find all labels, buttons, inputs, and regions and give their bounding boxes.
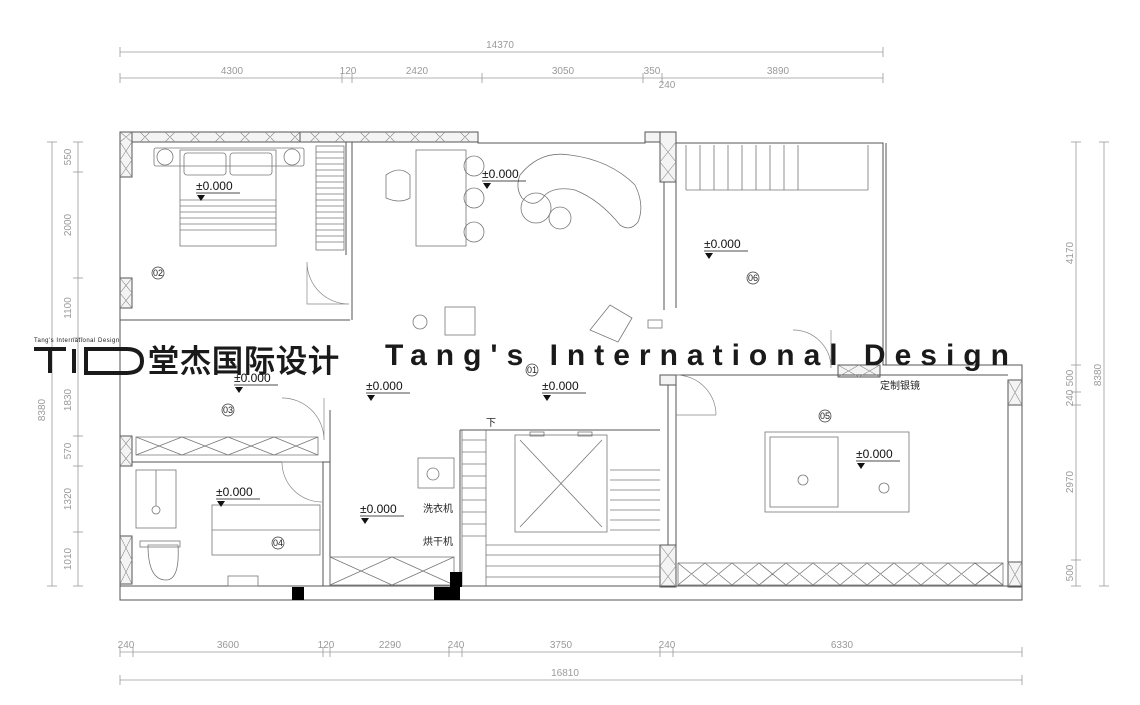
dim-bottom-2: 3600 (217, 640, 240, 651)
level-room03: ±0.000 (234, 371, 278, 393)
dim-left-1: 550 (63, 148, 74, 165)
tid-logo (34, 347, 145, 375)
dim-right-3: 240 (1065, 389, 1076, 406)
dim-left-6: 1320 (63, 487, 74, 510)
dim-left-3: 1100 (63, 297, 74, 319)
room-05: 05 (820, 411, 830, 421)
level-marks: ±0.000 ±0.000 ±0.000 ±0.000 ±0.000 ±0.00… (196, 167, 900, 524)
svg-text:±0.000: ±0.000 (366, 379, 403, 393)
level-room01: ±0.000 (542, 379, 586, 401)
dim-bottom-6: 3750 (550, 640, 573, 651)
dim-top-1: 4300 (221, 66, 244, 77)
dim-right-4: 2970 (1065, 470, 1076, 493)
dim-top-4: 3050 (552, 66, 575, 77)
room-04: 04 (273, 538, 283, 548)
dim-left-2: 2000 (63, 213, 74, 236)
dim-top-sub: 240 (659, 80, 676, 91)
room-numbers (151, 266, 832, 550)
level-bedroom: ±0.000 (196, 179, 240, 201)
room-06: 06 (748, 273, 758, 283)
dim-top-2: 120 (340, 66, 357, 77)
washer-label: 洗衣机 (423, 502, 453, 515)
svg-text:±0.000: ±0.000 (704, 237, 741, 251)
dimension-texts: 14370 4300 120 2420 3050 350 3890 240 24… (37, 40, 1104, 679)
annotation-labels: 定制银镜 洗衣机 烘干机 下 (423, 379, 920, 548)
room-03: 03 (223, 405, 233, 415)
dim-bottom-1: 240 (118, 640, 135, 651)
svg-text:±0.000: ±0.000 (216, 485, 253, 499)
dim-bottom-7: 240 (659, 640, 676, 651)
brand-watermark: Tang's International Design 堂杰国际设计 Tang'… (34, 338, 1018, 379)
dryer-label: 烘干机 (423, 535, 453, 548)
logo-tagline: Tang's International Design (34, 338, 120, 344)
dim-left-total: 8380 (37, 398, 48, 421)
dim-left-7: 1010 (63, 547, 74, 570)
dim-bottom-total: 16810 (551, 668, 579, 679)
furniture (135, 145, 1004, 587)
mirror-label: 定制银镜 (880, 379, 920, 392)
dim-top-6: 3890 (767, 66, 790, 77)
svg-text:±0.000: ±0.000 (856, 447, 893, 461)
level-laundry: ±0.000 (360, 502, 404, 524)
dim-bottom-4: 2290 (379, 640, 402, 651)
svg-text:±0.000: ±0.000 (196, 179, 233, 193)
dim-bottom-3: 120 (318, 640, 335, 651)
level-room05: ±0.000 (856, 447, 900, 469)
column-markers (292, 572, 462, 600)
room-02: 02 (153, 268, 163, 278)
stair-down-label: 下 (486, 418, 496, 429)
room-number-labels: 02 01 06 03 04 05 (153, 268, 830, 548)
dim-bottom-5: 240 (448, 640, 465, 651)
room-01: 01 (527, 365, 537, 375)
level-living: ±0.000 (482, 167, 526, 189)
dim-top-5: 350 (644, 66, 661, 77)
svg-text:±0.000: ±0.000 (542, 379, 579, 393)
dim-bottom-8: 6330 (831, 640, 854, 651)
level-room04: ±0.000 (216, 485, 260, 507)
dim-right-total: 8380 (1093, 363, 1104, 386)
level-room06: ±0.000 (704, 237, 748, 259)
dim-right-5: 500 (1065, 564, 1076, 581)
brand-name-cn: 堂杰国际设计 (148, 344, 340, 379)
dim-left-4: 1830 (63, 388, 74, 411)
wall-hatching (119, 131, 1023, 588)
dim-right-2: 500 (1065, 369, 1076, 386)
door-swings (281, 261, 832, 503)
dim-right-1: 4170 (1065, 241, 1076, 264)
level-corridor: ±0.000 (366, 379, 410, 401)
svg-text:±0.000: ±0.000 (234, 371, 271, 385)
svg-text:±0.000: ±0.000 (360, 502, 397, 516)
brand-name-en: Tang's International Design (385, 339, 1018, 372)
dim-top-total: 14370 (486, 40, 514, 51)
dim-top-3: 2420 (406, 66, 429, 77)
svg-text:±0.000: ±0.000 (482, 167, 519, 181)
dim-left-5: 570 (63, 442, 74, 459)
